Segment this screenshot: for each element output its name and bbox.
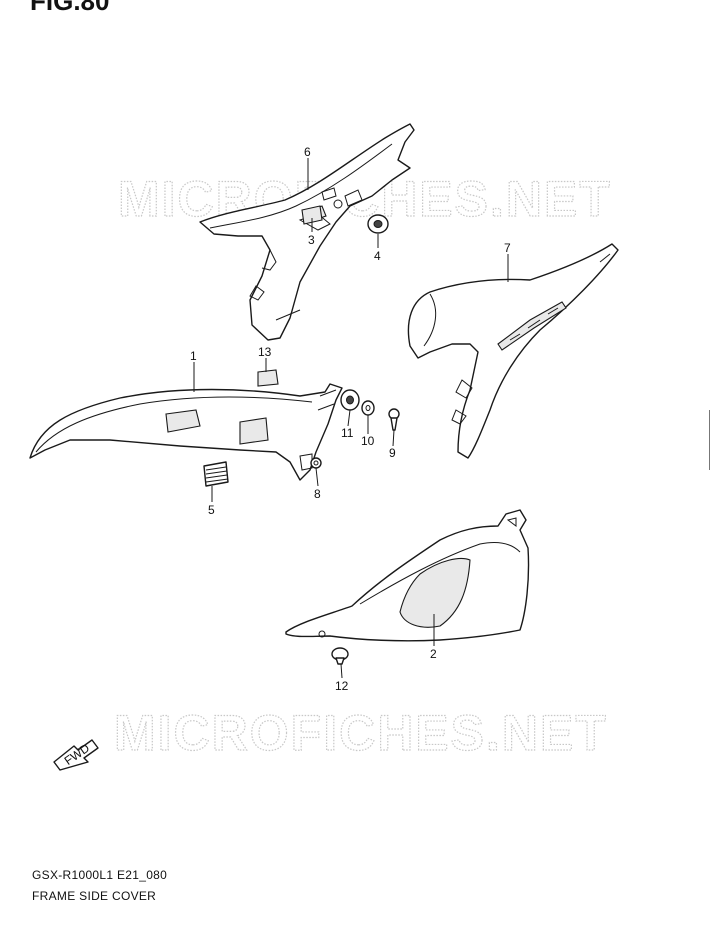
forward-arrow-icon: FWD: [53, 739, 99, 771]
part-12-clip: [331, 647, 349, 665]
section-name: FRAME SIDE COVER: [32, 889, 157, 903]
part-11-grommet: [340, 389, 360, 411]
callout-11: 11: [341, 426, 354, 440]
callout-12: 12: [335, 679, 349, 693]
part-10-washer: [361, 400, 375, 416]
part-8-nut: [310, 457, 322, 469]
callout-2: 2: [430, 647, 437, 661]
callout-5: 5: [208, 503, 215, 517]
callout-7: 7: [504, 241, 511, 255]
callout-10: 10: [361, 434, 375, 448]
watermark-bottom: MICROFICHES.NET: [114, 705, 608, 761]
callout-8: 8: [314, 487, 321, 501]
part-9-screw: [388, 408, 400, 431]
model-code: GSX-R1000L1 E21_080: [32, 868, 168, 882]
callout-4: 4: [374, 249, 381, 263]
callout-9: 9: [389, 446, 396, 460]
leader-lines: [193, 158, 509, 679]
part-3-pad: [301, 205, 323, 225]
callout-6: 6: [304, 145, 311, 159]
part-4-grommet: [367, 214, 389, 234]
page-edge-mark: [709, 410, 718, 470]
callout-1: 1: [190, 349, 197, 363]
part-2-lower-cover: [285, 509, 530, 642]
callout-3: 3: [308, 233, 315, 247]
part-13-pad: [257, 369, 279, 387]
part-5-mesh-pad: [203, 461, 229, 487]
callout-13: 13: [258, 345, 272, 359]
part-1-main-cover: [29, 383, 343, 481]
part-7-upper-cover: [407, 243, 619, 459]
figure-title: FIG.80: [30, 0, 110, 16]
